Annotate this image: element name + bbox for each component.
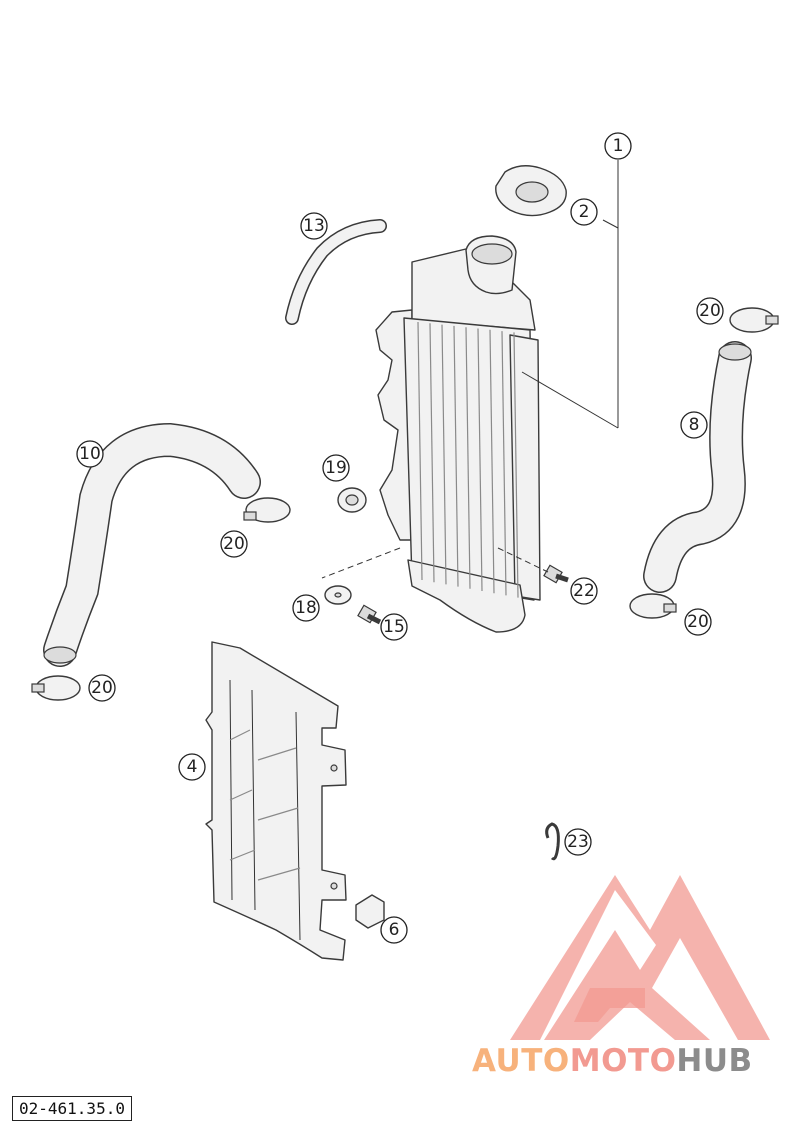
callout-c13: 13 [300,212,328,240]
watermark-text: AUTOMOTOHUB [472,1043,753,1079]
callout-label: 20 [687,612,709,632]
clip-nut [355,894,385,929]
rubber-grommet [337,487,367,513]
callout-c20b: 20 [220,530,248,558]
callout-label: 10 [79,444,101,464]
callout-label: 8 [689,415,700,435]
callout-c20a: 20 [696,297,724,325]
callout-c8: 8 [680,411,708,439]
callout-circle [380,916,408,944]
callout-c23: 23 [564,828,592,856]
screw-15 [357,604,382,625]
callout-circle [570,577,598,605]
document-code: 02-461.35.0 [12,1096,132,1121]
callout-c22: 22 [570,577,598,605]
callout-label: 13 [303,216,325,236]
callout-circle [604,132,632,160]
callout-c20c: 20 [88,674,116,702]
upper-right-hose [643,341,752,593]
screw-22 [543,564,569,584]
wire-clip [545,822,560,861]
callout-circle [88,674,116,702]
callout-circle [680,411,708,439]
callout-label: 4 [187,757,198,777]
radiator-core-fins [417,321,519,598]
callout-label: 1 [613,136,624,156]
callout-c20d: 20 [684,608,712,636]
callout-label: 20 [223,534,245,554]
callout-label: 19 [325,458,347,478]
callout-circle [292,594,320,622]
callout-label: 20 [699,301,721,321]
radiator-guard [205,641,347,961]
hose-clamp-top-right [729,307,779,333]
callout-label: 6 [389,920,400,940]
callout-circle [696,297,724,325]
hose-clamp-bottom-right [629,593,677,619]
callout-c18: 18 [292,594,320,622]
callout-circle [76,440,104,468]
callout-circle [570,198,598,226]
callout-c4: 4 [178,753,206,781]
callout-c15: 15 [380,613,408,641]
callout-label: 18 [295,598,317,618]
left-hose [43,422,261,667]
callout-circle [322,454,350,482]
watermark-part-moto: MOTO [569,1043,677,1079]
callout-circle [684,608,712,636]
hose-clamp-middle [243,497,291,523]
callout-label: 15 [383,617,405,637]
radiator-cap [495,165,567,217]
callouts: 1 2 13 20 8 10 19 20 22 18 15 20 20 4 23 6 [76,132,724,944]
callout-circle [564,828,592,856]
callout-label: 2 [579,202,590,222]
callout-circle [380,613,408,641]
leader-lines [321,160,619,579]
automotohub-logo [510,875,770,1040]
callout-c19: 19 [322,454,350,482]
breather-hose [285,219,387,325]
watermark-part-hub: HUB [676,1043,753,1079]
callout-c2: 2 [570,198,598,226]
callout-c10: 10 [76,440,104,468]
hose-clamp-bottom-left [31,675,81,701]
callout-circle [220,530,248,558]
callout-circle [300,212,328,240]
callout-c1: 1 [604,132,632,160]
callout-label: 23 [567,832,589,852]
watermark-part-auto: AUTO [472,1043,570,1079]
callout-label: 22 [573,581,595,601]
callout-c6: 6 [380,916,408,944]
washer [324,585,352,605]
callout-label: 20 [91,678,113,698]
callout-circle [178,753,206,781]
